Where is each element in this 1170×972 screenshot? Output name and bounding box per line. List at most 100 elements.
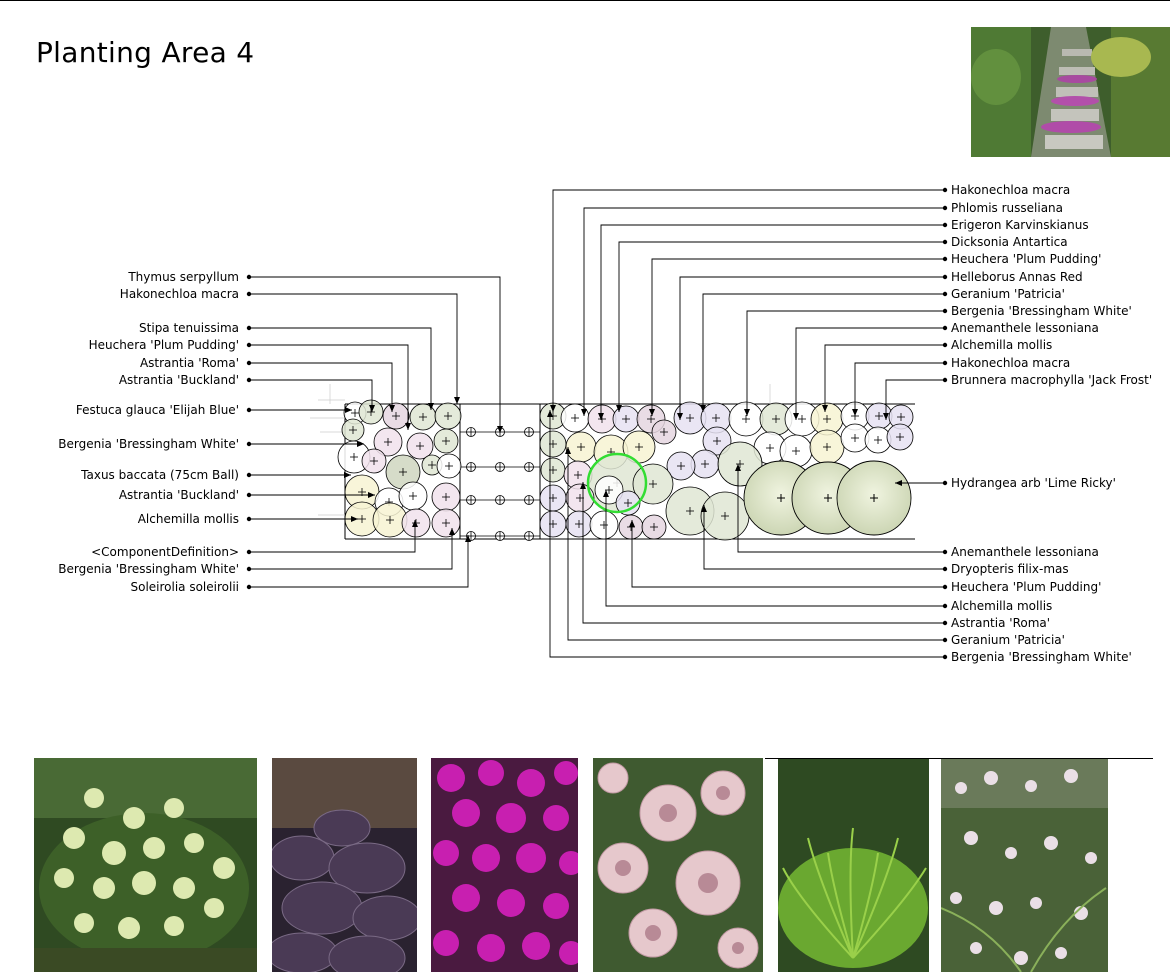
leader-dot	[942, 549, 948, 555]
stepping-stones	[460, 431, 540, 537]
right-plant-label: Astrantia 'Roma'	[951, 616, 1050, 630]
leader-dot	[246, 441, 252, 447]
right-plant-label: Helleborus Annas Red	[951, 270, 1083, 284]
leader-arrow	[428, 403, 434, 410]
leader-line	[583, 207, 945, 416]
leader-line	[249, 276, 501, 433]
right-plant-label: Hakonechloa macra	[951, 183, 1070, 197]
leader-dot	[942, 239, 948, 245]
leader-arrow	[616, 405, 622, 412]
leader-arrow	[735, 464, 741, 471]
leader-arrow	[700, 405, 706, 412]
leader-dot	[246, 325, 252, 331]
plant-circle	[539, 510, 567, 538]
leader-arrow	[465, 535, 471, 542]
leader-arrow	[345, 407, 352, 413]
plant-circle	[406, 432, 434, 460]
leader-arrow	[497, 426, 503, 433]
plant-circle	[865, 402, 893, 430]
leader-arrow	[895, 480, 902, 486]
leader-line	[651, 258, 945, 416]
leader-arrow	[449, 528, 455, 535]
leader-arrow	[547, 410, 553, 417]
leader-dot	[246, 516, 252, 522]
leader-arrow	[883, 413, 889, 420]
leader-arrow	[368, 492, 375, 498]
leader-dot	[942, 222, 948, 228]
stone-marker	[495, 462, 505, 472]
leader-dot	[246, 566, 252, 572]
hydrangea-circle	[836, 460, 912, 536]
stone-marker	[466, 495, 476, 505]
plant-circle	[421, 454, 443, 476]
left-plant-label: Bergenia 'Bressingham White'	[58, 562, 239, 576]
leader-line	[249, 327, 432, 410]
leader-dot	[942, 566, 948, 572]
plant-circle	[589, 510, 619, 540]
plant-circle	[565, 510, 593, 538]
plant-circle	[700, 491, 750, 541]
plant-circle	[717, 441, 763, 487]
leader-line	[600, 224, 945, 420]
leader-line	[737, 464, 945, 553]
leader-dot	[942, 360, 948, 366]
leader-line	[631, 520, 945, 588]
leader-line	[854, 362, 945, 416]
leader-arrow	[598, 413, 604, 420]
leader-dot	[246, 360, 252, 366]
leader-line	[249, 293, 458, 404]
leader-arrow	[389, 405, 395, 412]
leader-line	[249, 362, 393, 412]
left-plant-label: Thymus serpyllum	[127, 270, 239, 284]
leader-dot	[942, 377, 948, 383]
left-plant-label: Festuca glauca 'Elijah Blue'	[76, 403, 239, 417]
right-plant-label: Erigeron Karvinskianus	[951, 218, 1089, 232]
leader-arrow	[369, 405, 375, 412]
leader-arrow	[822, 405, 828, 412]
astrantia-roma-photo	[593, 758, 763, 972]
right-plant-label: Alchemilla mollis	[951, 338, 1052, 352]
left-plant-label: Stipa tenuissima	[139, 321, 239, 335]
plant-circle	[434, 402, 462, 430]
plant-circle	[398, 481, 428, 511]
right-plant-label: Brunnera macrophylla 'Jack Frost'	[951, 373, 1152, 387]
stone-marker	[495, 495, 505, 505]
plant-circle	[587, 404, 617, 434]
leader-arrow	[412, 520, 418, 527]
plant-circle	[565, 431, 597, 463]
leader-dot	[246, 274, 252, 280]
plant-circle	[539, 430, 567, 458]
leader-arrow	[677, 413, 683, 420]
leader-dot	[942, 584, 948, 590]
plant-circle	[382, 402, 410, 430]
plant-circle	[341, 418, 365, 442]
plant-circle	[622, 430, 656, 464]
stone-marker	[524, 427, 534, 437]
right-plant-label: Hakonechloa macra	[951, 356, 1070, 370]
leader-line	[679, 276, 945, 420]
stepping-stone-path-photo	[971, 27, 1170, 157]
plant-circle	[651, 419, 677, 445]
leader-line	[795, 327, 945, 420]
leader-line	[605, 490, 945, 607]
plant-circle	[702, 426, 732, 456]
stone-marker	[524, 531, 534, 541]
plant-circle	[433, 428, 459, 454]
leader-arrow	[581, 409, 587, 416]
leader-line	[249, 528, 453, 570]
left-plant-label: Bergenia 'Bressingham White'	[58, 437, 239, 451]
leader-dot	[942, 620, 948, 626]
leader-line	[885, 379, 945, 420]
leader-dot	[246, 584, 252, 590]
plant-circle	[594, 475, 624, 505]
leader-arrow	[351, 516, 358, 522]
right-plant-label: Anemanthele lessoniana	[951, 545, 1099, 559]
top-border-line	[0, 0, 1170, 1]
leader-arrow	[629, 520, 635, 527]
leader-arrow	[405, 423, 411, 430]
leader-dot	[942, 654, 948, 660]
leader-line	[582, 482, 945, 624]
right-plant-label: Dryopteris filix-mas	[951, 562, 1069, 576]
stone-marker	[466, 427, 476, 437]
